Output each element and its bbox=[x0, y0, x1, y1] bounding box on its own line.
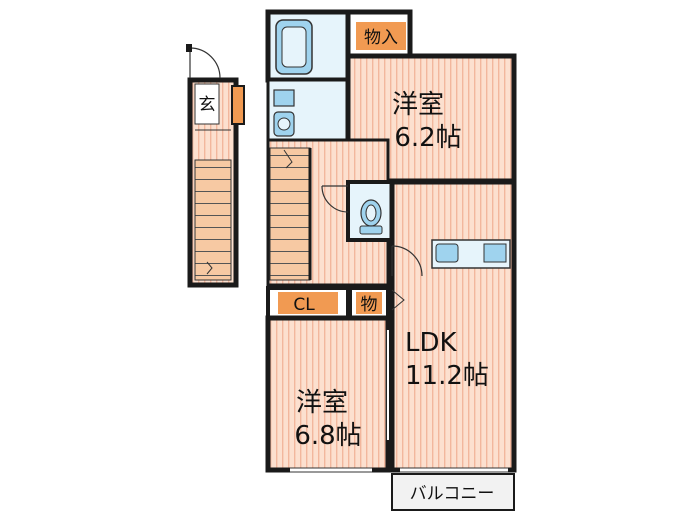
western-room-2-label: 洋室 bbox=[296, 388, 348, 418]
toilet-icon bbox=[359, 199, 383, 235]
staircase-icon bbox=[269, 147, 311, 281]
genkan-label: 玄 bbox=[199, 95, 216, 115]
ldk-label: LDK bbox=[405, 328, 458, 358]
washing-machine-icon bbox=[273, 89, 295, 107]
western-room-1-size: 6.2帖 bbox=[394, 123, 461, 153]
ldk-size: 11.2帖 bbox=[405, 361, 489, 391]
kitchen-counter-icon bbox=[431, 239, 511, 269]
shoe-cabinet bbox=[231, 85, 245, 125]
door-swing-icon bbox=[391, 289, 405, 311]
western-room-1-label: 洋室 bbox=[392, 90, 444, 120]
ldk-room bbox=[389, 179, 517, 473]
balcony-label: バルコニー bbox=[410, 484, 495, 504]
closet-label: CL bbox=[293, 295, 315, 315]
door-swing-icon bbox=[321, 185, 349, 213]
entrance-stairs bbox=[194, 159, 232, 281]
door-swing-icon bbox=[189, 47, 221, 79]
genkan-area bbox=[194, 83, 220, 125]
balcony: バルコニー bbox=[391, 473, 515, 511]
western-room-2-size: 6.8帖 bbox=[294, 421, 361, 451]
main-floor: 物入 洋室 6.2帖 LDK 11.2帖 CL bbox=[265, 9, 517, 473]
door-swing-icon bbox=[391, 245, 423, 277]
storage-top-label: 物入 bbox=[364, 28, 398, 48]
stair-direction-icon bbox=[206, 261, 213, 275]
storage-small-label: 物 bbox=[361, 295, 378, 315]
entrance-wing: 玄 bbox=[186, 44, 245, 288]
